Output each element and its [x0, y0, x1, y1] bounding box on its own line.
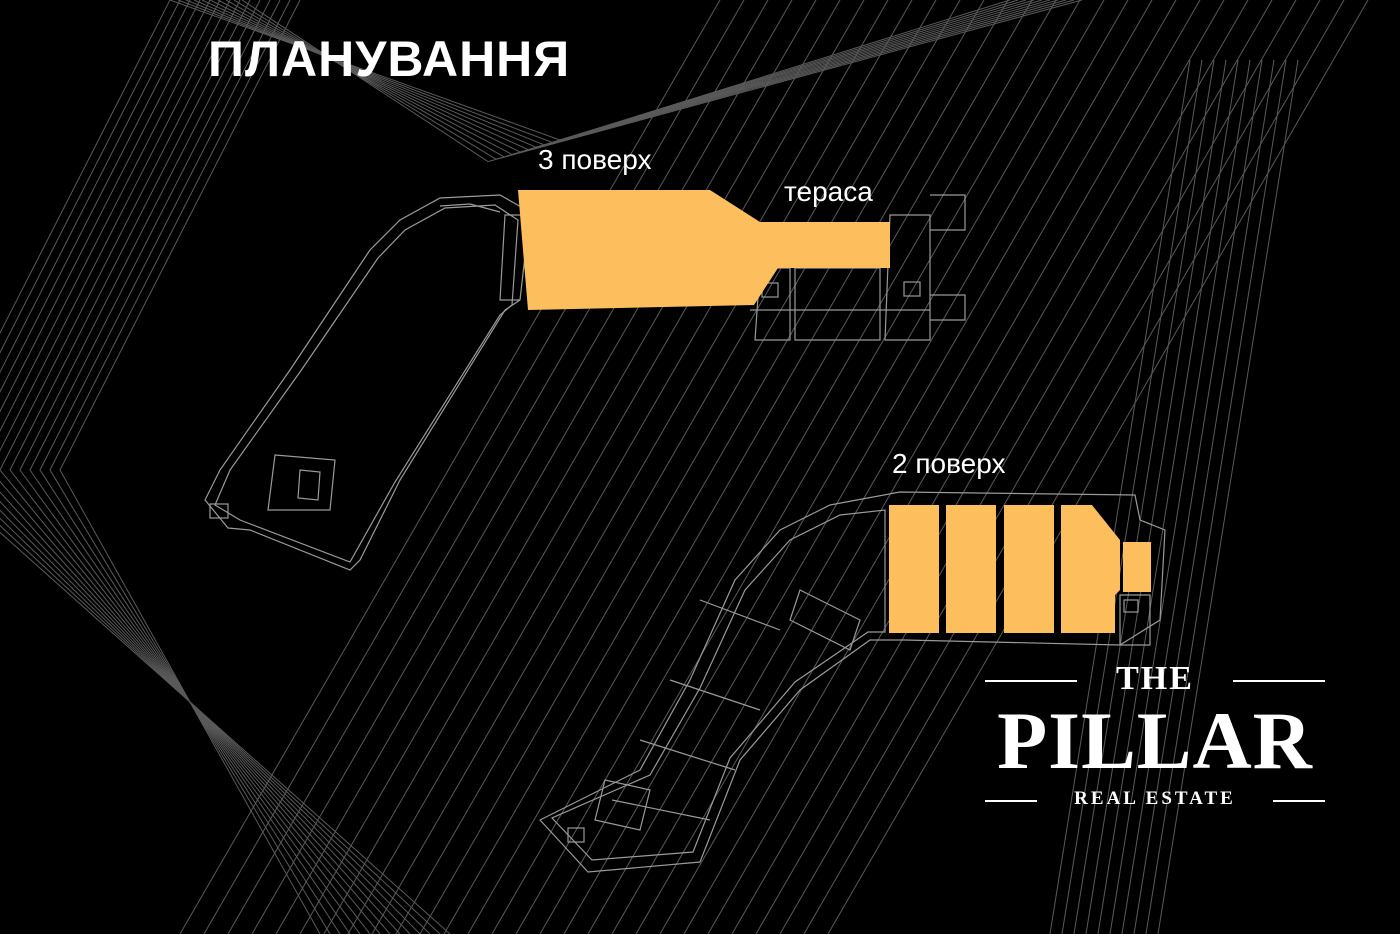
second-floor-label: 2 поверх — [892, 448, 1006, 479]
second-floor-plan — [539, 491, 1166, 873]
logo-pillar: PILLAR — [997, 695, 1313, 786]
terrace-label: тераса — [784, 176, 873, 207]
logo-ornament-left — [985, 680, 1077, 682]
logo-underline-left — [985, 800, 1037, 802]
logo-underline-right — [1273, 800, 1325, 802]
third-floor-highlight — [518, 190, 890, 310]
third-floor-label: 3 поверх — [538, 144, 652, 175]
page-title: ПЛАНУВАННЯ — [208, 31, 571, 87]
logo-the: THE — [1116, 660, 1194, 697]
second-floor-highlights — [889, 505, 1151, 633]
brand-logo: THE PILLAR REAL ESTATE — [985, 660, 1325, 820]
logo-real-estate: REAL ESTATE — [1074, 788, 1236, 809]
logo-ornament-right — [1233, 680, 1325, 682]
background-lines — [0, 0, 1369, 934]
